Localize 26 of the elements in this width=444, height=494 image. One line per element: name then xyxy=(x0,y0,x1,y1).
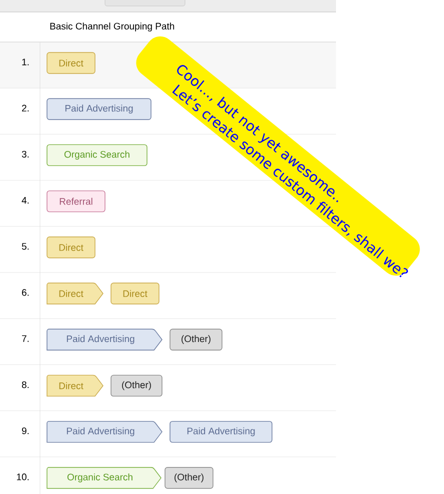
channel-chip: Paid Advertising xyxy=(46,98,152,120)
channel-chip: (Other) xyxy=(110,374,162,397)
channel-chip: Organic Search xyxy=(46,144,148,166)
row-number: 4. xyxy=(22,197,29,204)
channel-chip: (Other) xyxy=(170,328,222,350)
row-number: 6. xyxy=(22,289,29,296)
channel-chip: Paid Advertising xyxy=(46,328,162,350)
row-number: 7. xyxy=(22,335,29,342)
channel-chip: Referral xyxy=(46,190,106,212)
channel-chip: Paid Advertising xyxy=(46,420,162,443)
column-header: Basic Channel Grouping Path xyxy=(50,22,174,32)
channel-chip: Direct xyxy=(46,374,104,397)
channel-chip: Organic Search xyxy=(46,467,162,489)
row-number: 3. xyxy=(22,150,29,158)
channel-chip: (Other) xyxy=(164,467,214,489)
row-number: 10. xyxy=(16,474,29,480)
row-number: 8. xyxy=(22,381,29,388)
row-number: 2. xyxy=(22,104,29,112)
row-number: 1. xyxy=(22,58,29,66)
channel-chip: Direct xyxy=(46,52,96,74)
channel-chip: Direct xyxy=(46,236,96,258)
row-number: 5. xyxy=(22,243,29,250)
channel-chip: Direct xyxy=(110,282,160,304)
channel-chip: Paid Advertising xyxy=(170,420,272,443)
row-number: 9. xyxy=(22,427,29,434)
channel-chip: Direct xyxy=(46,282,104,304)
